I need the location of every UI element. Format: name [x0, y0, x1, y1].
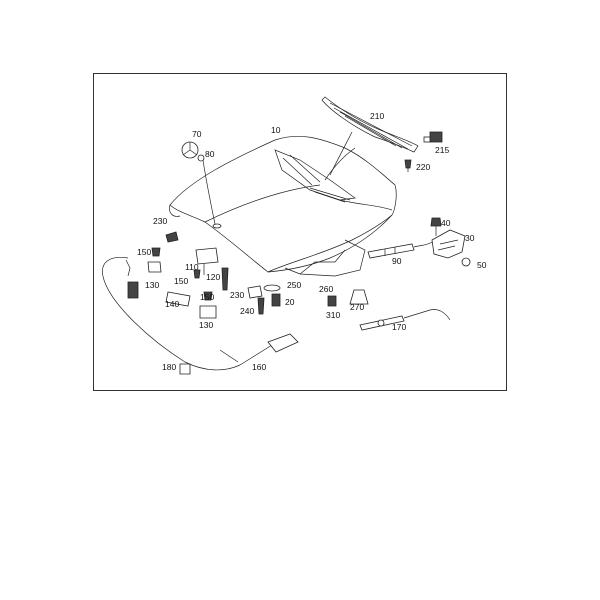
label-150b: 150 — [174, 276, 188, 286]
latch-parts-left — [127, 231, 369, 375]
emblem-part — [181, 141, 222, 229]
latch-parts-right — [367, 217, 471, 267]
label-80: 80 — [205, 149, 215, 159]
label-40: 40 — [441, 218, 451, 228]
label-150a: 150 — [137, 247, 151, 257]
label-160: 160 — [252, 362, 266, 372]
label-130b: 130 — [199, 320, 213, 330]
label-70: 70 — [192, 129, 202, 139]
label-230b: 230 — [230, 290, 244, 300]
label-270: 270 — [350, 302, 364, 312]
label-30: 30 — [465, 233, 475, 243]
label-210: 210 — [370, 111, 384, 121]
hood-panel — [169, 135, 397, 277]
label-140: 140 — [165, 299, 179, 309]
label-50: 50 — [477, 260, 487, 270]
part-labels: 10 20 30 40 50 70 80 90 110 120 130 130 … — [137, 111, 487, 372]
diagram-frame — [93, 73, 507, 391]
label-20: 20 — [285, 297, 295, 307]
vent-strip — [321, 96, 419, 176]
label-10: 10 — [271, 125, 281, 135]
clip-part — [404, 131, 443, 172]
label-240: 240 — [240, 306, 254, 316]
label-215: 215 — [435, 145, 449, 155]
label-130a: 130 — [145, 280, 159, 290]
label-310: 310 — [326, 310, 340, 320]
label-120: 120 — [206, 272, 220, 282]
label-220: 220 — [416, 162, 430, 172]
label-90: 90 — [392, 256, 402, 266]
label-230a: 230 — [153, 216, 167, 226]
label-170: 170 — [392, 322, 406, 332]
label-150c: 150 — [200, 292, 214, 302]
cable-parts — [102, 256, 451, 371]
label-180: 180 — [162, 362, 176, 372]
label-260: 260 — [319, 284, 333, 294]
label-110: 110 — [185, 262, 199, 272]
label-250: 250 — [287, 280, 301, 290]
